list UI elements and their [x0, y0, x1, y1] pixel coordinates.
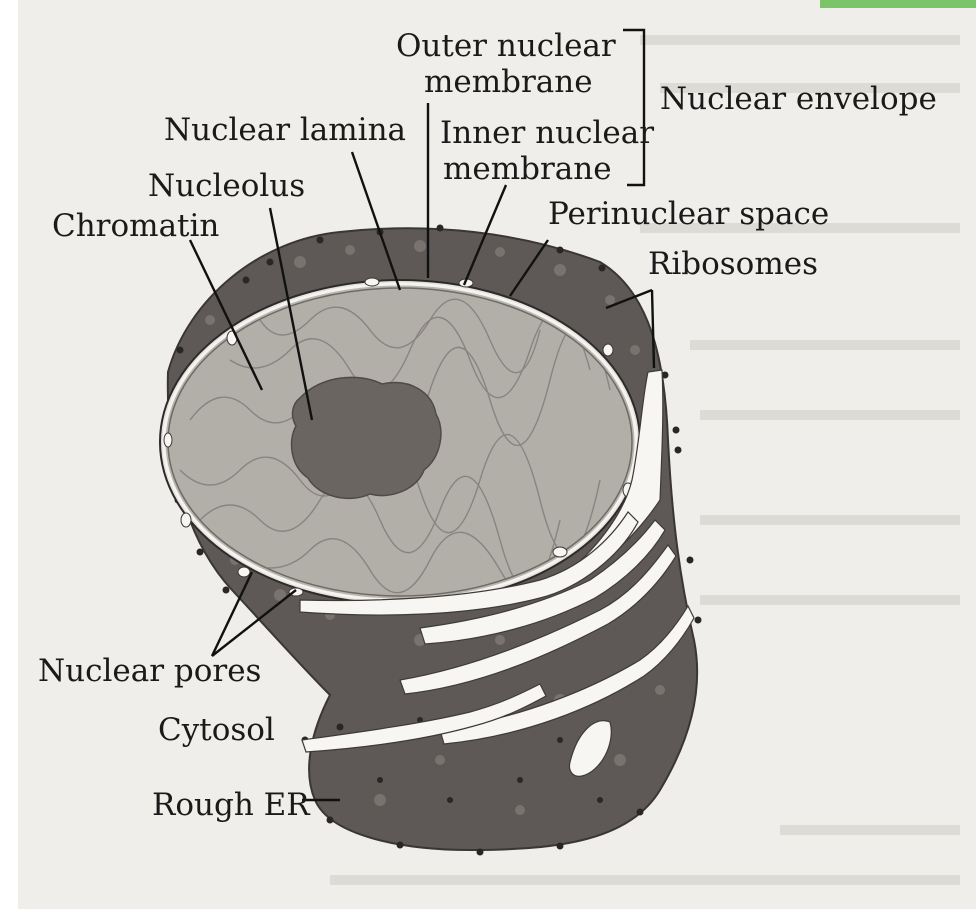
label-nucleolus: Nucleolus [148, 168, 305, 204]
label-inner-nuclear-membrane-2: membrane [443, 151, 612, 187]
label-rough-er: Rough ER [152, 787, 311, 823]
label-chromatin: Chromatin [52, 208, 219, 244]
label-cytosol: Cytosol [158, 712, 275, 748]
nucleolus [292, 377, 441, 498]
label-nuclear-lamina: Nuclear lamina [164, 112, 406, 148]
label-outer-nuclear-membrane-2: membrane [424, 64, 593, 100]
label-nuclear-pores: Nuclear pores [38, 653, 261, 689]
label-ribosomes: Ribosomes [648, 246, 818, 282]
label-outer-nuclear-membrane-1: Outer nuclear [396, 28, 616, 64]
label-perinuclear-space: Perinuclear space [548, 196, 829, 232]
green-corner [820, 0, 976, 8]
label-inner-nuclear-membrane-1: Inner nuclear [440, 115, 654, 151]
label-nuclear-envelope: Nuclear envelope [660, 81, 937, 117]
left-shadow-edge [0, 0, 18, 909]
